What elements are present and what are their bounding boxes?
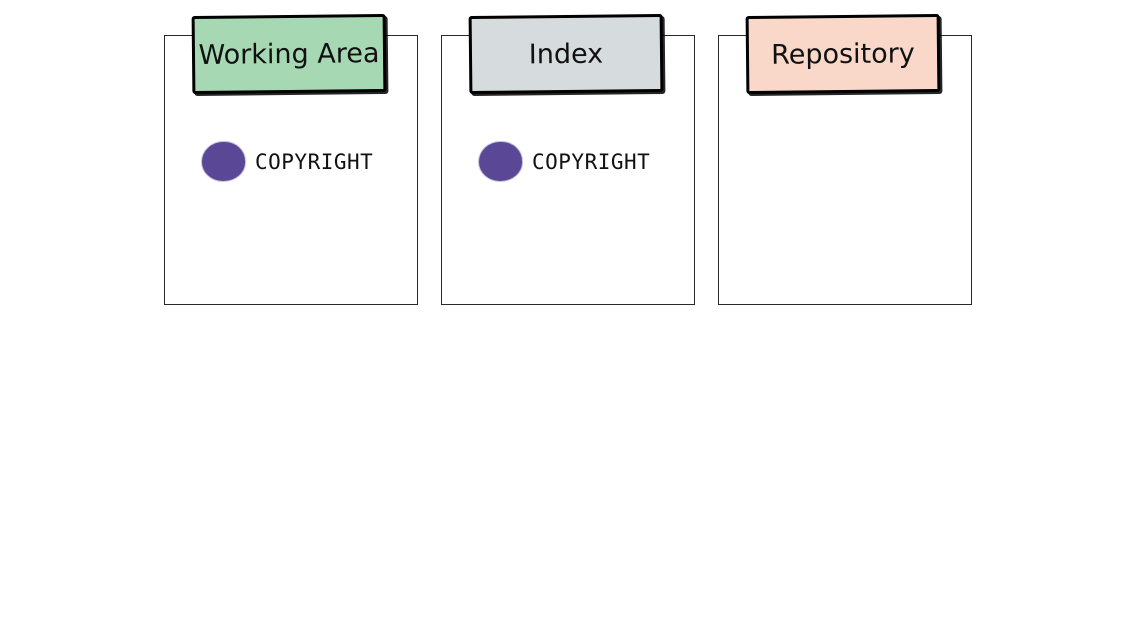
repository-panel: Repository: [718, 13, 972, 305]
index-title: Index: [528, 38, 604, 70]
repository-tab: Repository: [745, 13, 941, 95]
repository-title: Repository: [771, 37, 915, 71]
file-name: COPYRIGHT: [255, 149, 374, 174]
file-item: COPYRIGHT: [479, 142, 650, 181]
file-dot-icon: [202, 142, 245, 181]
file-name: COPYRIGHT: [532, 149, 651, 174]
file-dot-icon: [479, 142, 522, 181]
index-tab: Index: [468, 13, 664, 95]
working-area-tab: Working Area: [191, 13, 387, 95]
index-panel: Index COPYRIGHT: [441, 13, 695, 305]
working-area-title: Working Area: [198, 37, 380, 71]
working-area-panel: Working Area COPYRIGHT: [164, 13, 418, 305]
file-item: COPYRIGHT: [202, 142, 373, 181]
